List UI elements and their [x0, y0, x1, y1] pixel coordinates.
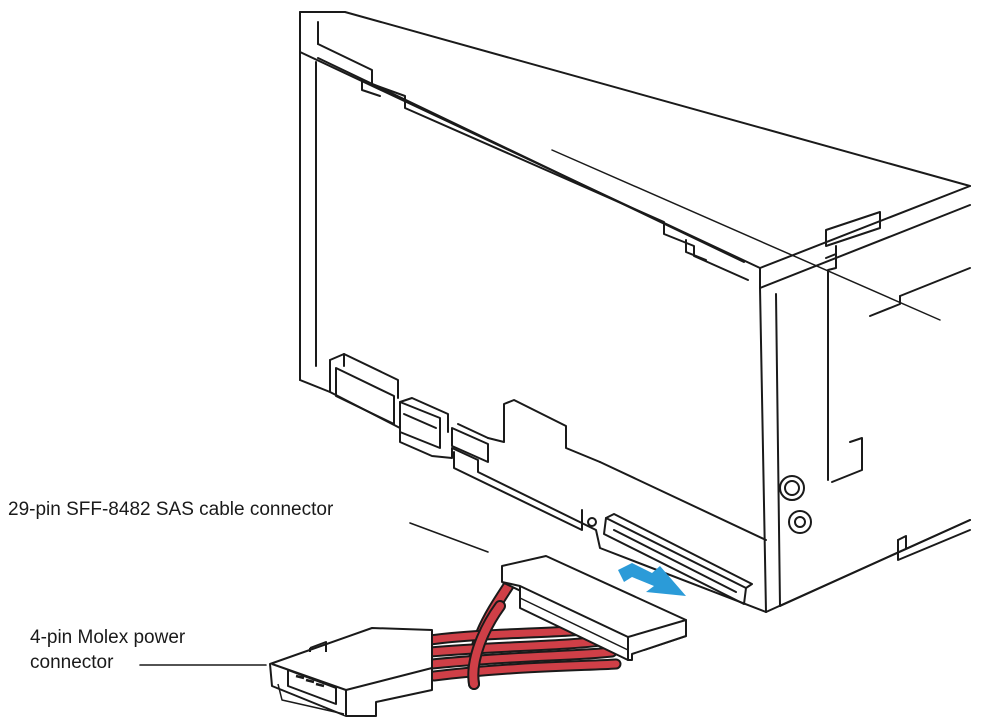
- insertion-arrow-icon: [618, 563, 686, 596]
- drive-enclosure: [299, 11, 971, 613]
- sas-connector-label: 29-pin SFF-8482 SAS cable connector: [8, 499, 334, 520]
- molex-connector-label-line2: connector: [30, 652, 114, 673]
- drive-sas-port: [603, 517, 747, 605]
- alignment-hole-icon: [587, 517, 597, 527]
- screw-hole-lower-icon: [788, 510, 812, 534]
- drive-front-panel: [759, 287, 767, 613]
- drive-connector-board: [329, 353, 767, 613]
- drive-top-edge: [299, 11, 971, 187]
- sas-leader-line: [409, 522, 489, 553]
- molex-power-connector: [269, 627, 433, 717]
- sas-cable-connector: [501, 555, 687, 661]
- screw-hole-upper-icon: [779, 475, 805, 501]
- molex-connector-label-line1: 4-pin Molex power: [30, 627, 186, 648]
